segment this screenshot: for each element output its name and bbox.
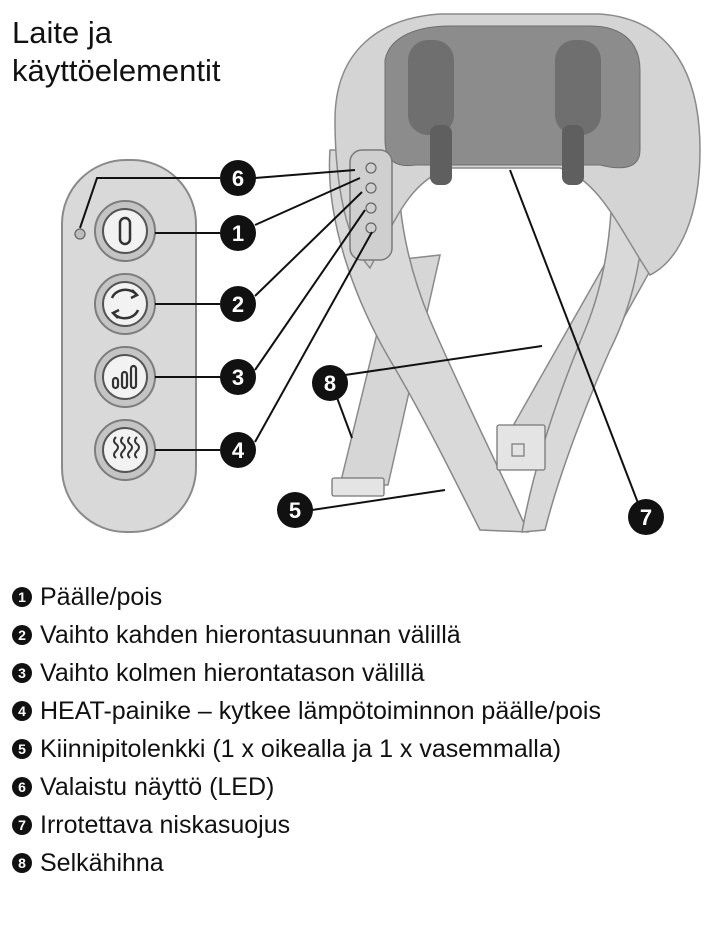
title-line-2: käyttöelementit <box>12 53 221 88</box>
callout-6: 6 <box>220 160 256 196</box>
legend-bullet: 6 <box>12 777 32 797</box>
led-indicator <box>74 228 86 240</box>
legend-bullet: 1 <box>12 587 32 607</box>
callout-5: 5 <box>277 492 313 528</box>
svg-text:8: 8 <box>324 371 336 396</box>
legend-item: 5 Kiinnipitolenkki (1 x oikealla ja 1 x … <box>12 730 601 768</box>
callout-7: 7 <box>628 499 664 535</box>
legend-item: 1 Päälle/pois <box>12 578 601 616</box>
legend-text: Päälle/pois <box>40 582 163 611</box>
legend-text: Selkähihna <box>40 848 164 877</box>
legend-bullet: 8 <box>12 853 32 873</box>
legend-text: Vaihto kahden hierontasuunnan välillä <box>40 620 461 649</box>
device-control-panel <box>349 149 393 261</box>
legend-text: Kiinnipitolenkki (1 x oikealla ja 1 x va… <box>40 734 562 763</box>
callout-3: 3 <box>220 359 256 395</box>
power-icon <box>118 216 132 246</box>
title-line-1: Laite ja <box>12 15 112 50</box>
massage-node-left-tip <box>430 125 452 185</box>
massage-node-right-tip <box>562 125 584 185</box>
callout-8: 8 <box>312 365 348 401</box>
direction-cycle-icon <box>110 288 140 320</box>
massage-node-left <box>408 40 454 135</box>
massage-node-right <box>555 40 601 135</box>
page-title: Laite ja käyttöelementit <box>12 14 221 90</box>
heat-waves-icon <box>113 436 140 459</box>
callout-1: 1 <box>220 215 256 251</box>
remote-control <box>61 159 197 533</box>
svg-text:2: 2 <box>232 292 244 317</box>
level-bars-icon <box>111 364 138 390</box>
power-button[interactable] <box>94 200 156 262</box>
legend-bullet: 4 <box>12 701 32 721</box>
legend-text: HEAT-painike – kytkee lämpötoiminnon pää… <box>40 696 601 725</box>
legend-item: 3 Vaihto kolmen hierontatason välillä <box>12 654 601 692</box>
legend-bullet: 7 <box>12 815 32 835</box>
leader-lines <box>79 169 639 511</box>
legend-item: 4 HEAT-painike – kytkee lämpötoiminnon p… <box>12 692 601 730</box>
svg-text:5: 5 <box>289 498 301 523</box>
legend-bullet: 5 <box>12 739 32 759</box>
svg-text:6: 6 <box>232 166 244 191</box>
legend-item: 6 Valaistu näyttö (LED) <box>12 768 601 806</box>
legend-bullet: 2 <box>12 625 32 645</box>
legend-text: Valaistu näyttö (LED) <box>40 772 275 801</box>
svg-text:7: 7 <box>640 505 652 530</box>
strap-buckle-right <box>496 424 546 471</box>
callout-2: 2 <box>220 286 256 322</box>
heat-button[interactable] <box>94 419 156 481</box>
svg-text:4: 4 <box>232 438 245 463</box>
svg-text:3: 3 <box>232 365 244 390</box>
massager-device <box>328 13 701 533</box>
shoulder-arm-right <box>521 149 645 533</box>
level-button[interactable] <box>94 346 156 408</box>
svg-text:1: 1 <box>232 221 244 246</box>
legend-list: 1 Päälle/pois 2 Vaihto kahden hierontasu… <box>12 578 601 882</box>
legend-item: 7 Irrotettava niskasuojus <box>12 806 601 844</box>
device-diagram: 6 1 2 3 4 8 5 7 <box>61 13 701 535</box>
legend-text: Irrotettava niskasuojus <box>40 810 291 839</box>
direction-button[interactable] <box>94 273 156 335</box>
callout-4: 4 <box>220 432 256 468</box>
legend-item: 2 Vaihto kahden hierontasuunnan välillä <box>12 616 601 654</box>
legend-text: Vaihto kolmen hierontatason välillä <box>40 658 425 687</box>
legend-bullet: 3 <box>12 663 32 683</box>
legend-item: 8 Selkähihna <box>12 844 601 882</box>
strap-buckle-left <box>331 477 385 497</box>
